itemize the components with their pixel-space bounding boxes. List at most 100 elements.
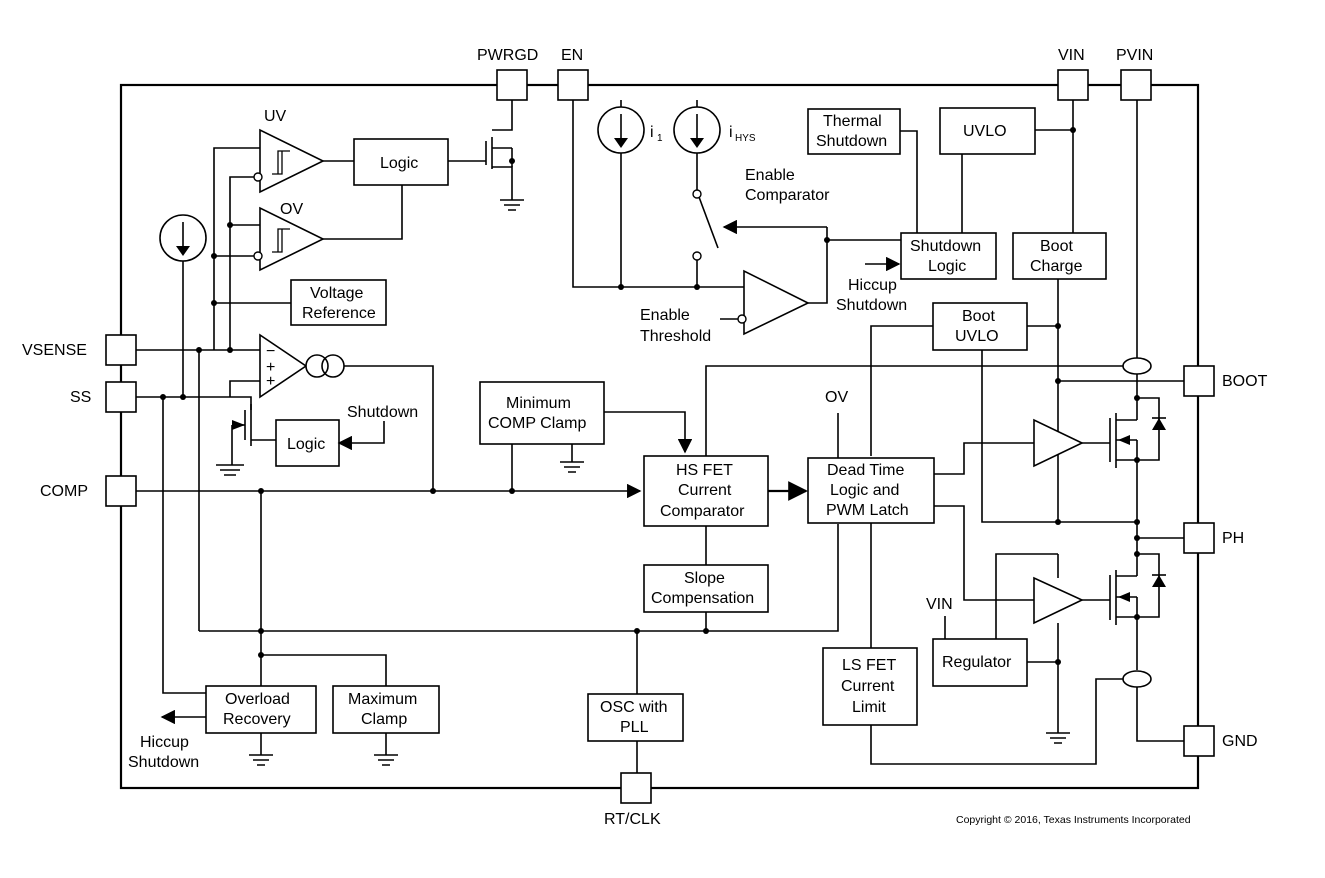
ss-current-source — [159, 214, 207, 262]
regulator-block — [932, 638, 1028, 687]
logic-top-label: Logic — [380, 155, 418, 172]
pin-boot: BOOT — [1183, 365, 1268, 397]
overload-recovery-label-2: Recovery — [223, 711, 291, 728]
uv-label: UV — [264, 108, 287, 125]
voltage-reference-label-2: Reference — [302, 305, 376, 322]
pin-vin: VIN — [1057, 47, 1089, 101]
ic-boundary — [119, 83, 1200, 790]
ls-fet-limit-label-1: LS FET — [842, 657, 896, 674]
osc-pll-label-2: PLL — [620, 719, 649, 736]
slope-compensation-label-1: Slope — [684, 570, 725, 587]
hiccup-bottom-label-1: Hiccup — [140, 734, 189, 751]
ground-pwrgd — [500, 199, 524, 211]
ihys-label: i — [729, 124, 733, 141]
current-sense-low — [1122, 670, 1152, 688]
slope-compensation-label-2: Compensation — [651, 590, 754, 607]
thermal-shutdown-label-2: Shutdown — [816, 133, 887, 150]
copyright: Copyright © 2016, Texas Instruments Inco… — [956, 814, 1191, 826]
min-comp-clamp-label-2: COMP Clamp — [488, 415, 586, 432]
ea-plus2-label: + — [266, 373, 275, 390]
pin-pwrgd: PWRGD — [477, 47, 538, 101]
voltage-reference-label-1: Voltage — [310, 285, 363, 302]
slope-compensation-block — [643, 564, 769, 613]
pin-ss: SS — [70, 381, 137, 413]
vin-regulator-label: VIN — [926, 596, 953, 613]
enable-comparator — [737, 269, 810, 336]
dead-time-label-2: Logic and — [830, 482, 899, 499]
enable-threshold-label-1: Enable — [640, 307, 690, 324]
ls-driver — [1033, 576, 1084, 625]
pin-vin-label: VIN — [1058, 47, 1085, 64]
hiccup-bottom-label-2: Shutdown — [128, 754, 199, 771]
ov-label: OV — [280, 201, 303, 218]
ihys-subscript: HYS — [735, 133, 756, 144]
i1-current-source — [597, 106, 645, 154]
boot-uvlo-label-2: UVLO — [955, 328, 999, 345]
enable-comparator-label-2: Comparator — [745, 187, 830, 204]
hs-fet-comparator-label-2: Current — [678, 482, 732, 499]
boot-charge-block — [1012, 232, 1107, 280]
pin-rtclk: RT/CLK — [604, 772, 661, 828]
voltage-reference-block — [290, 279, 387, 326]
pin-gnd-label: GND — [1222, 733, 1258, 750]
osc-pll-label-1: OSC with — [600, 699, 668, 716]
pin-ss-label: SS — [70, 389, 91, 406]
pin-rtclk-label: RT/CLK — [604, 811, 661, 828]
i1-label: i — [650, 124, 654, 141]
maximum-clamp-block — [332, 685, 440, 734]
logic-ss-block — [275, 419, 340, 467]
uv-comparator: UV — [259, 108, 325, 194]
logic-ss-label: Logic — [287, 436, 325, 453]
shutdown-label: Shutdown — [347, 404, 418, 421]
pin-en-label: EN — [561, 47, 583, 64]
ls-fet-limit-label-2: Current — [841, 678, 895, 695]
pwrgd-fet — [485, 100, 513, 200]
enable-threshold-label-2: Threshold — [640, 328, 711, 345]
enable-comparator-label-1: Enable — [745, 167, 795, 184]
pin-ph: PH — [1183, 522, 1244, 554]
hs-fet-comparator-label-1: HS FET — [676, 462, 733, 479]
pin-gnd: GND — [1183, 725, 1258, 757]
dead-time-label-3: PWM Latch — [826, 502, 909, 519]
ss-fet — [231, 404, 276, 465]
min-comp-clamp-label-1: Minimum — [506, 395, 571, 412]
ov-comparator: OV — [259, 201, 325, 272]
pin-vsense: VSENSE — [22, 334, 137, 366]
overload-recovery-label-1: Overload — [225, 691, 290, 708]
osc-pll-block — [587, 693, 684, 742]
logic-top-block — [353, 138, 449, 186]
pin-en: EN — [557, 47, 589, 101]
pin-comp-label: COMP — [40, 483, 88, 500]
current-sense-high — [1122, 357, 1152, 375]
pin-comp: COMP — [40, 475, 137, 507]
ov-input-label: OV — [825, 389, 848, 406]
maximum-clamp-label-1: Maximum — [348, 691, 417, 708]
ls-fet — [1109, 553, 1166, 670]
ea-minus-label: − — [266, 343, 275, 360]
shutdown-logic-label-1: Shutdown — [910, 238, 981, 255]
pin-pvin: PVIN — [1116, 47, 1153, 101]
hysteresis-switch — [692, 189, 719, 261]
pin-pvin-label: PVIN — [1116, 47, 1153, 64]
uvlo-label: UVLO — [963, 123, 1007, 140]
regulator-label: Regulator — [942, 654, 1012, 671]
ihys-current-source — [673, 106, 721, 154]
pin-boot-label: BOOT — [1222, 373, 1268, 390]
ls-fet-current-limit-block — [822, 647, 918, 726]
pin-vsense-label: VSENSE — [22, 342, 87, 359]
hiccup-top-label-2: Shutdown — [836, 297, 907, 314]
min-comp-clamp-block — [479, 381, 605, 445]
uvlo-block — [939, 107, 1036, 155]
dead-time-logic-block — [807, 457, 935, 524]
error-amplifier: − + + — [259, 333, 345, 399]
hiccup-top-label-1: Hiccup — [848, 277, 897, 294]
hs-fet-comparator-label-3: Comparator — [660, 503, 745, 520]
pin-ph-label: PH — [1222, 530, 1244, 547]
maximum-clamp-label-2: Clamp — [361, 711, 407, 728]
pin-pwrgd-label: PWRGD — [477, 47, 538, 64]
thermal-shutdown-block — [807, 108, 901, 155]
boot-uvlo-label-1: Boot — [962, 308, 995, 325]
i1-subscript: 1 — [657, 133, 663, 144]
ls-fet-limit-label-3: Limit — [852, 699, 886, 716]
